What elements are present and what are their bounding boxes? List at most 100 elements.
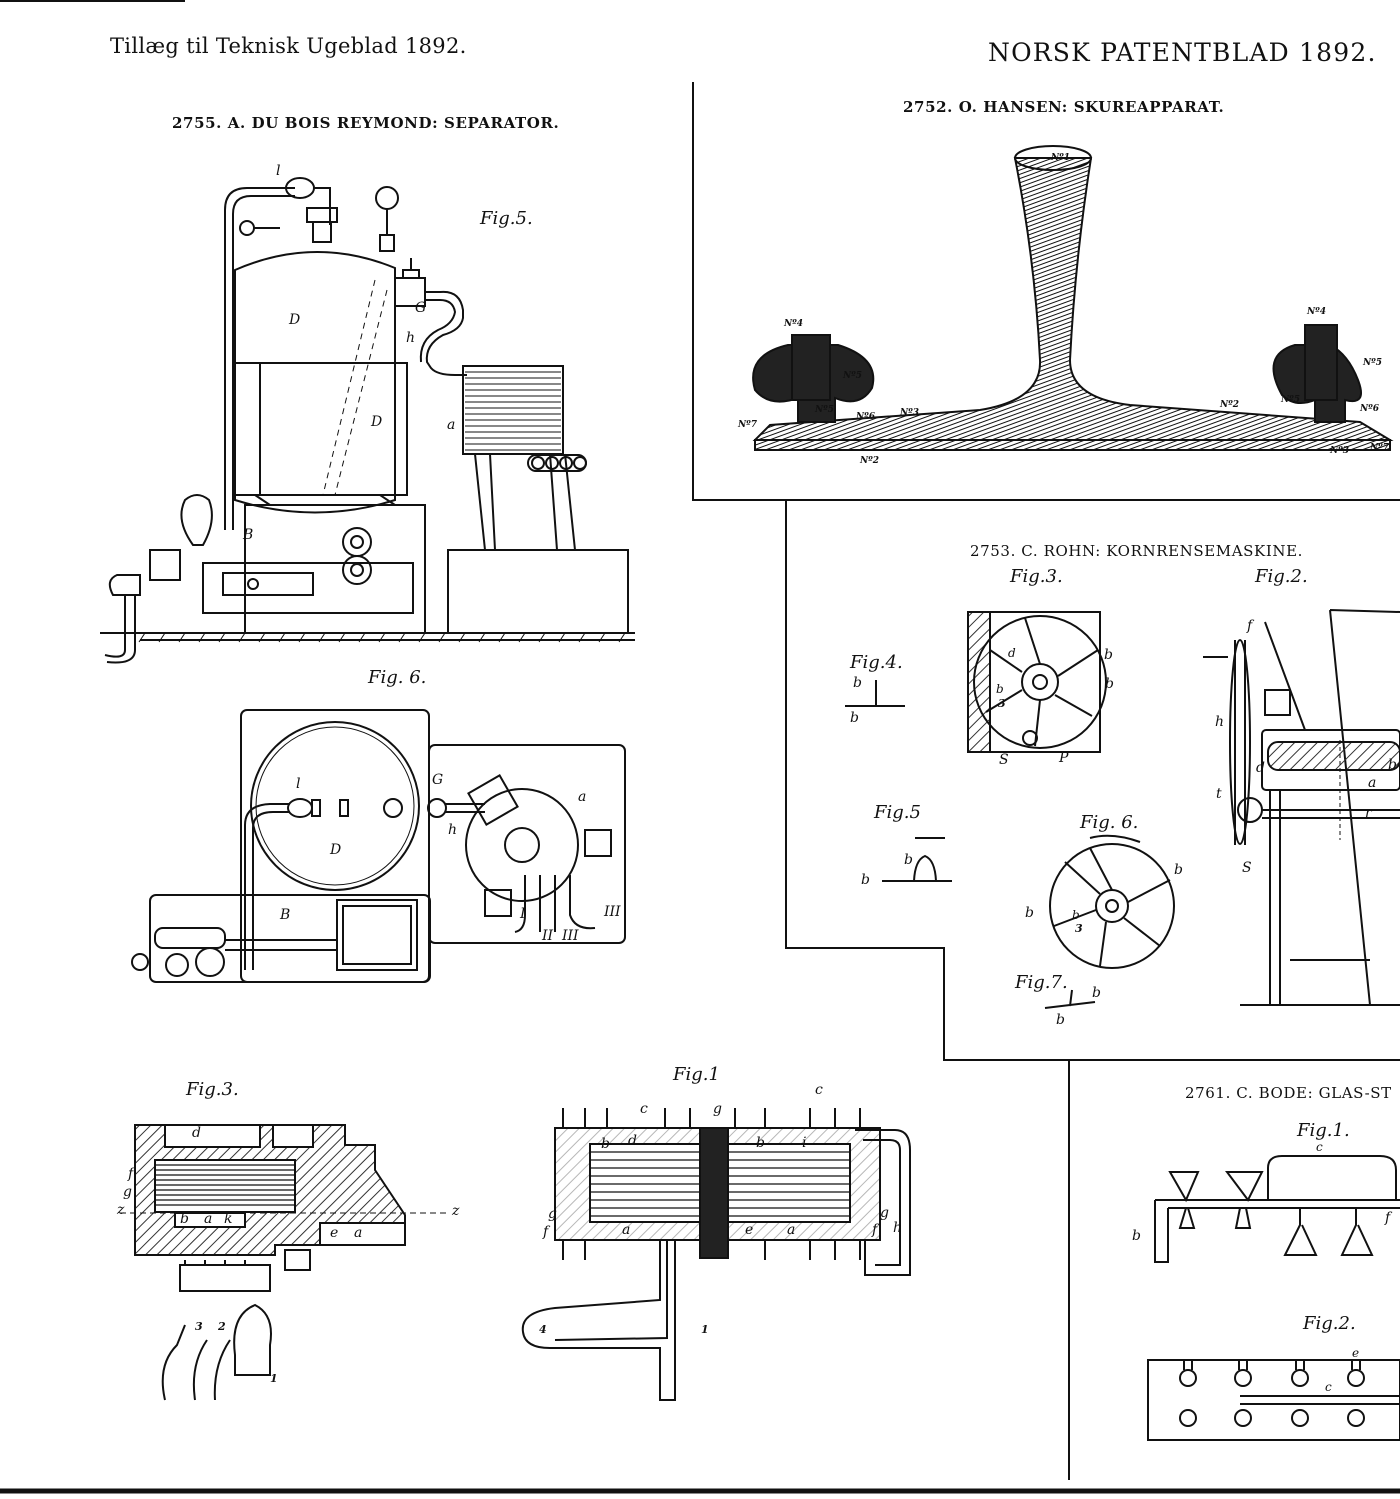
p2753-fig4-label-b1: b <box>853 675 862 691</box>
p2753-drawings <box>845 609 1400 1009</box>
p2755-fig1-label-c2: c <box>815 1082 823 1098</box>
p2755-fig6-label-D: D <box>330 842 342 858</box>
p2752-skureapparat-drawing <box>752 145 1394 451</box>
p2755-fig1-label-b1: b <box>601 1136 610 1152</box>
journal-supplement-header: Tillæg til Teknisk Ugeblad 1892. <box>110 34 467 58</box>
p2753-fig6-label-b3: b <box>1072 908 1080 922</box>
p2752-label-no4-left: Nº4 <box>784 319 803 329</box>
patent-2761-title: 2761. C. BODE: GLAS-ST <box>1185 1084 1392 1102</box>
p2755-fig1-label-f2: f <box>872 1222 878 1238</box>
p2755-fig1-label-a1: a <box>622 1222 631 1238</box>
p2752-label-no1: Nº1 <box>1051 153 1070 163</box>
p2755-fig3-label-g: g <box>123 1184 132 1200</box>
p2761-fig1-label-c: c <box>1316 1140 1323 1154</box>
p2755-fig1-label-d: d <box>628 1133 637 1149</box>
p2753-fig2-label-f: f <box>1247 618 1253 634</box>
p2761-fig2-label-e: e <box>1352 1346 1360 1360</box>
p2755-fig5-label-h: h <box>406 330 416 346</box>
p2753-fig3-label-S: S <box>999 752 1009 768</box>
p2752-label-no5-c: Nº5 <box>1363 358 1382 368</box>
p2761-fig2-label-c: c <box>1325 1380 1332 1394</box>
p2755-fig1-label-c1: c <box>640 1101 648 1117</box>
p2752-label-no2-left: Nº2 <box>860 456 879 466</box>
p2755-fig3-label-1: 1 <box>270 1372 278 1385</box>
p2753-fig4-label-b2: b <box>850 710 859 726</box>
p2753-fig3-label: Fig.3. <box>1010 566 1063 587</box>
p2752-label-no7-left: Nº7 <box>738 420 757 430</box>
p2755-fig5-separator-drawing <box>100 177 635 664</box>
p2755-fig3-label-f: f <box>128 1166 134 1182</box>
p2753-fig2-label-d: d <box>1256 760 1265 776</box>
p2753-fig4-label: Fig.4. <box>850 652 903 673</box>
p2755-fig6-label-III-b: III <box>604 904 621 920</box>
p2752-label-no6-left: Nº6 <box>856 412 875 422</box>
p2752-label-no5-a: Nº5 <box>843 371 862 381</box>
p2753-fig5-label-b1: b <box>904 852 913 868</box>
p2755-fig1-label-e: e <box>745 1222 754 1238</box>
p2755-fig3-label-e: e <box>330 1225 339 1241</box>
p2755-fig1-label: Fig.1 <box>673 1064 720 1085</box>
journal-header: NORSK PATENTBLAD 1892. <box>988 38 1377 67</box>
p2753-fig5-label: Fig.5 <box>874 802 921 823</box>
p2755-fig3-label-a2: a <box>354 1225 363 1241</box>
p2755-fig6-label-B: B <box>280 907 291 923</box>
p2752-label-no5-b: Nº5 <box>815 405 834 415</box>
p2755-fig1-label-f1: f <box>543 1224 549 1240</box>
p2753-fig7-label-b1: b <box>1092 985 1101 1001</box>
p2755-fig5-label-a: a <box>447 417 456 433</box>
p2753-fig2-label-h: h <box>1215 714 1225 730</box>
p2761-fig1-label-f: f <box>1385 1210 1391 1226</box>
p2755-fig6-label: Fig. 6. <box>368 667 427 688</box>
p2753-fig7-label: Fig.7. <box>1015 972 1068 993</box>
p2755-fig5-label-l: l <box>276 163 281 179</box>
p2755-fig5-label-D2: D <box>371 414 383 430</box>
p2755-fig1-label-g2: g <box>548 1206 557 1222</box>
patent-2753-title: 2753. C. ROHN: KORNRENSEMASKINE. <box>970 542 1304 560</box>
p2755-fig3-label: Fig.3. <box>186 1079 239 1100</box>
top-rule <box>0 0 185 2</box>
p2755-fig6-label-III-a: III <box>562 928 579 944</box>
p2755-fig5-label-D1: D <box>289 312 301 328</box>
p2755-fig1-label-g3: g <box>880 1205 889 1221</box>
p2753-fig2-label-t: t <box>1216 786 1222 802</box>
p2755-fig6-label-I: I <box>520 906 526 922</box>
p2752-label-no5-d: Nº5 <box>1281 395 1300 405</box>
p2755-fig1-label-i: i <box>802 1135 807 1151</box>
p2755-fig1-label-b2: b <box>756 1135 765 1151</box>
p2755-fig6-label-II: II <box>542 928 554 944</box>
p2753-fig3-label-b2: b <box>1105 676 1114 692</box>
p2755-fig3-label-2: 2 <box>218 1320 226 1333</box>
p2753-fig2-label: Fig.2. <box>1255 566 1308 587</box>
p2753-fig6-label-b2: b <box>1025 905 1034 921</box>
p2753-fig2-label-b: b <box>1388 757 1397 773</box>
p2755-fig6-label-l: l <box>296 776 301 792</box>
p2753-fig6-label: Fig. 6. <box>1080 812 1139 833</box>
p2755-fig5-label-B: B <box>243 527 254 543</box>
p2755-fig3-label-d: d <box>192 1125 201 1141</box>
p2755-fig1-label-4: 4 <box>539 1323 547 1336</box>
p2753-fig7-label-b2: b <box>1056 1012 1065 1028</box>
p2755-fig3-label-b: b <box>180 1211 189 1227</box>
p2755-fig3-label-z2: z <box>452 1203 460 1219</box>
p2755-fig3-label-z1: z <box>117 1202 125 1218</box>
p2753-fig2-label-S: S <box>1242 860 1252 876</box>
p2761-fig1-label-b: b <box>1132 1228 1141 1244</box>
p2753-fig3-label-d: d <box>1008 646 1016 660</box>
p2761-fig2-label: Fig.2. <box>1303 1313 1356 1334</box>
p2755-fig1-label-h: h <box>893 1220 903 1236</box>
patent-2752-title: 2752. O. HANSEN: SKUREAPPARAT. <box>903 98 1225 116</box>
patent-2755-title: 2755. A. DU BOIS REYMOND: SEPARATOR. <box>172 114 560 132</box>
p2755-fig3-label-k: k <box>224 1211 233 1227</box>
p2755-fig6-label-G: G <box>432 772 444 788</box>
p2753-fig3-label-b3: b <box>996 682 1004 696</box>
p2753-fig2-label-r: r <box>1365 805 1372 821</box>
p2753-fig2-label-a: a <box>1368 775 1377 791</box>
p2755-fig5-label: Fig.5. <box>480 208 533 229</box>
p2752-label-no6-right: Nº6 <box>1360 404 1379 414</box>
p2755-fig3-section-drawing <box>120 1124 450 1401</box>
p2753-fig3-label-3: 3 <box>998 697 1006 710</box>
p2752-label-no3-left: Nº3 <box>900 408 919 418</box>
p2752-label-no3-right: Nº3 <box>1330 446 1349 456</box>
